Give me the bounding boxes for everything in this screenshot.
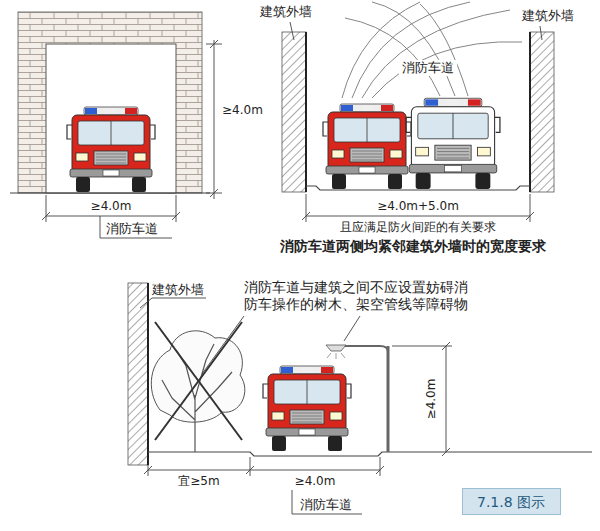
building-wall bbox=[147, 283, 149, 465]
dimension-line bbox=[392, 346, 452, 347]
spray-arcs bbox=[420, 4, 468, 96]
building-wall bbox=[148, 452, 592, 456]
leader-line bbox=[292, 490, 362, 514]
dimension-label: ≥4.0m+5.0m bbox=[377, 200, 459, 213]
figure-tag: 7.1.8 图示 bbox=[462, 488, 561, 515]
street-lamp bbox=[327, 353, 345, 359]
wall-label: 建筑外墙 bbox=[260, 5, 312, 19]
dimension-line bbox=[46, 195, 47, 222]
dimension-line bbox=[302, 212, 310, 220]
spray-arcs bbox=[352, 2, 470, 98]
leader-line bbox=[202, 316, 244, 374]
dimension-line bbox=[46, 216, 176, 217]
dimension-line bbox=[306, 194, 307, 222]
lane-label: 消防车道 bbox=[106, 222, 158, 236]
dimension-line bbox=[42, 212, 50, 220]
dimension-label: ≥4.0m bbox=[91, 200, 132, 213]
dimension-label: 宜≥5m bbox=[178, 475, 219, 488]
brick-wall bbox=[10, 12, 210, 193]
dimension-line bbox=[214, 40, 215, 199]
dimension-line bbox=[302, 194, 534, 222]
lane-label: 消防车道 bbox=[399, 60, 457, 76]
prohibition-cross bbox=[155, 322, 242, 440]
building-wall bbox=[282, 32, 554, 192]
note-text: 且应满足防火间距的有关要求 bbox=[340, 221, 496, 234]
leader-line bbox=[140, 298, 362, 514]
dimension-line bbox=[442, 342, 450, 350]
leader-line bbox=[100, 216, 172, 238]
leader-line bbox=[290, 22, 294, 40]
dimension-line bbox=[250, 457, 251, 476]
fire-truck bbox=[263, 366, 351, 451]
dimension-label: ≥4.0m bbox=[222, 104, 263, 117]
tree bbox=[162, 344, 232, 452]
dimension-label: ≥4.0m bbox=[295, 475, 336, 488]
wall-label: 建筑外墙 bbox=[522, 9, 574, 23]
dimension-line bbox=[42, 40, 222, 222]
leader-line bbox=[344, 316, 360, 341]
building-wall bbox=[305, 32, 307, 192]
dimension-line bbox=[306, 216, 530, 217]
brick-wall bbox=[46, 44, 176, 193]
prohibition-cross bbox=[155, 322, 242, 440]
caption-text: 消防车道两侧均紧邻建筑外墙时的宽度要求 bbox=[280, 239, 546, 254]
tag-text: 7.1.8 图示 bbox=[477, 494, 546, 511]
building-wall bbox=[530, 32, 554, 192]
dimension-line bbox=[210, 189, 218, 197]
fire-truck bbox=[406, 98, 500, 189]
fire-truck bbox=[67, 107, 155, 192]
dimension-line bbox=[144, 342, 452, 476]
leader-line bbox=[100, 216, 172, 238]
leader-line bbox=[140, 298, 206, 308]
street-lamp bbox=[387, 346, 390, 452]
wall-label: 建筑外墙 bbox=[152, 283, 204, 297]
building-wall bbox=[128, 283, 148, 465]
street-lamp bbox=[338, 346, 388, 352]
spray-arcs bbox=[345, 18, 440, 96]
dimension-line bbox=[442, 448, 450, 456]
tree bbox=[151, 331, 245, 452]
brick-wall bbox=[10, 192, 210, 193]
dimension-line bbox=[172, 212, 180, 220]
spray-arcs bbox=[372, 42, 522, 98]
dimension-line bbox=[376, 466, 384, 474]
dimension-line bbox=[144, 466, 152, 474]
note-text: 消防车道与建筑之间不应设置妨碍消防车操作的树木、架空管线等障碍物 bbox=[244, 279, 468, 313]
building-wall bbox=[282, 32, 306, 192]
fire-truck bbox=[323, 104, 411, 189]
leader-line bbox=[540, 26, 542, 40]
spray-arcs bbox=[372, 2, 455, 96]
dimension-line bbox=[446, 346, 447, 452]
street-lamp bbox=[326, 345, 346, 351]
dimension-line bbox=[148, 470, 380, 471]
dimension-line bbox=[210, 40, 218, 48]
spray-arcs bbox=[342, 2, 522, 98]
dimension-line bbox=[526, 212, 534, 220]
dimension-line bbox=[380, 457, 381, 476]
leader-line bbox=[290, 22, 542, 40]
dimension-label: ≥4.0m bbox=[425, 379, 438, 420]
dimension-line bbox=[246, 466, 254, 474]
dimension-line bbox=[176, 195, 177, 222]
prohibition-cross bbox=[155, 322, 242, 440]
dimension-line bbox=[530, 194, 531, 222]
lane-label: 消防车道 bbox=[300, 498, 352, 512]
building-wall bbox=[529, 32, 531, 192]
brick-wall bbox=[18, 12, 202, 193]
